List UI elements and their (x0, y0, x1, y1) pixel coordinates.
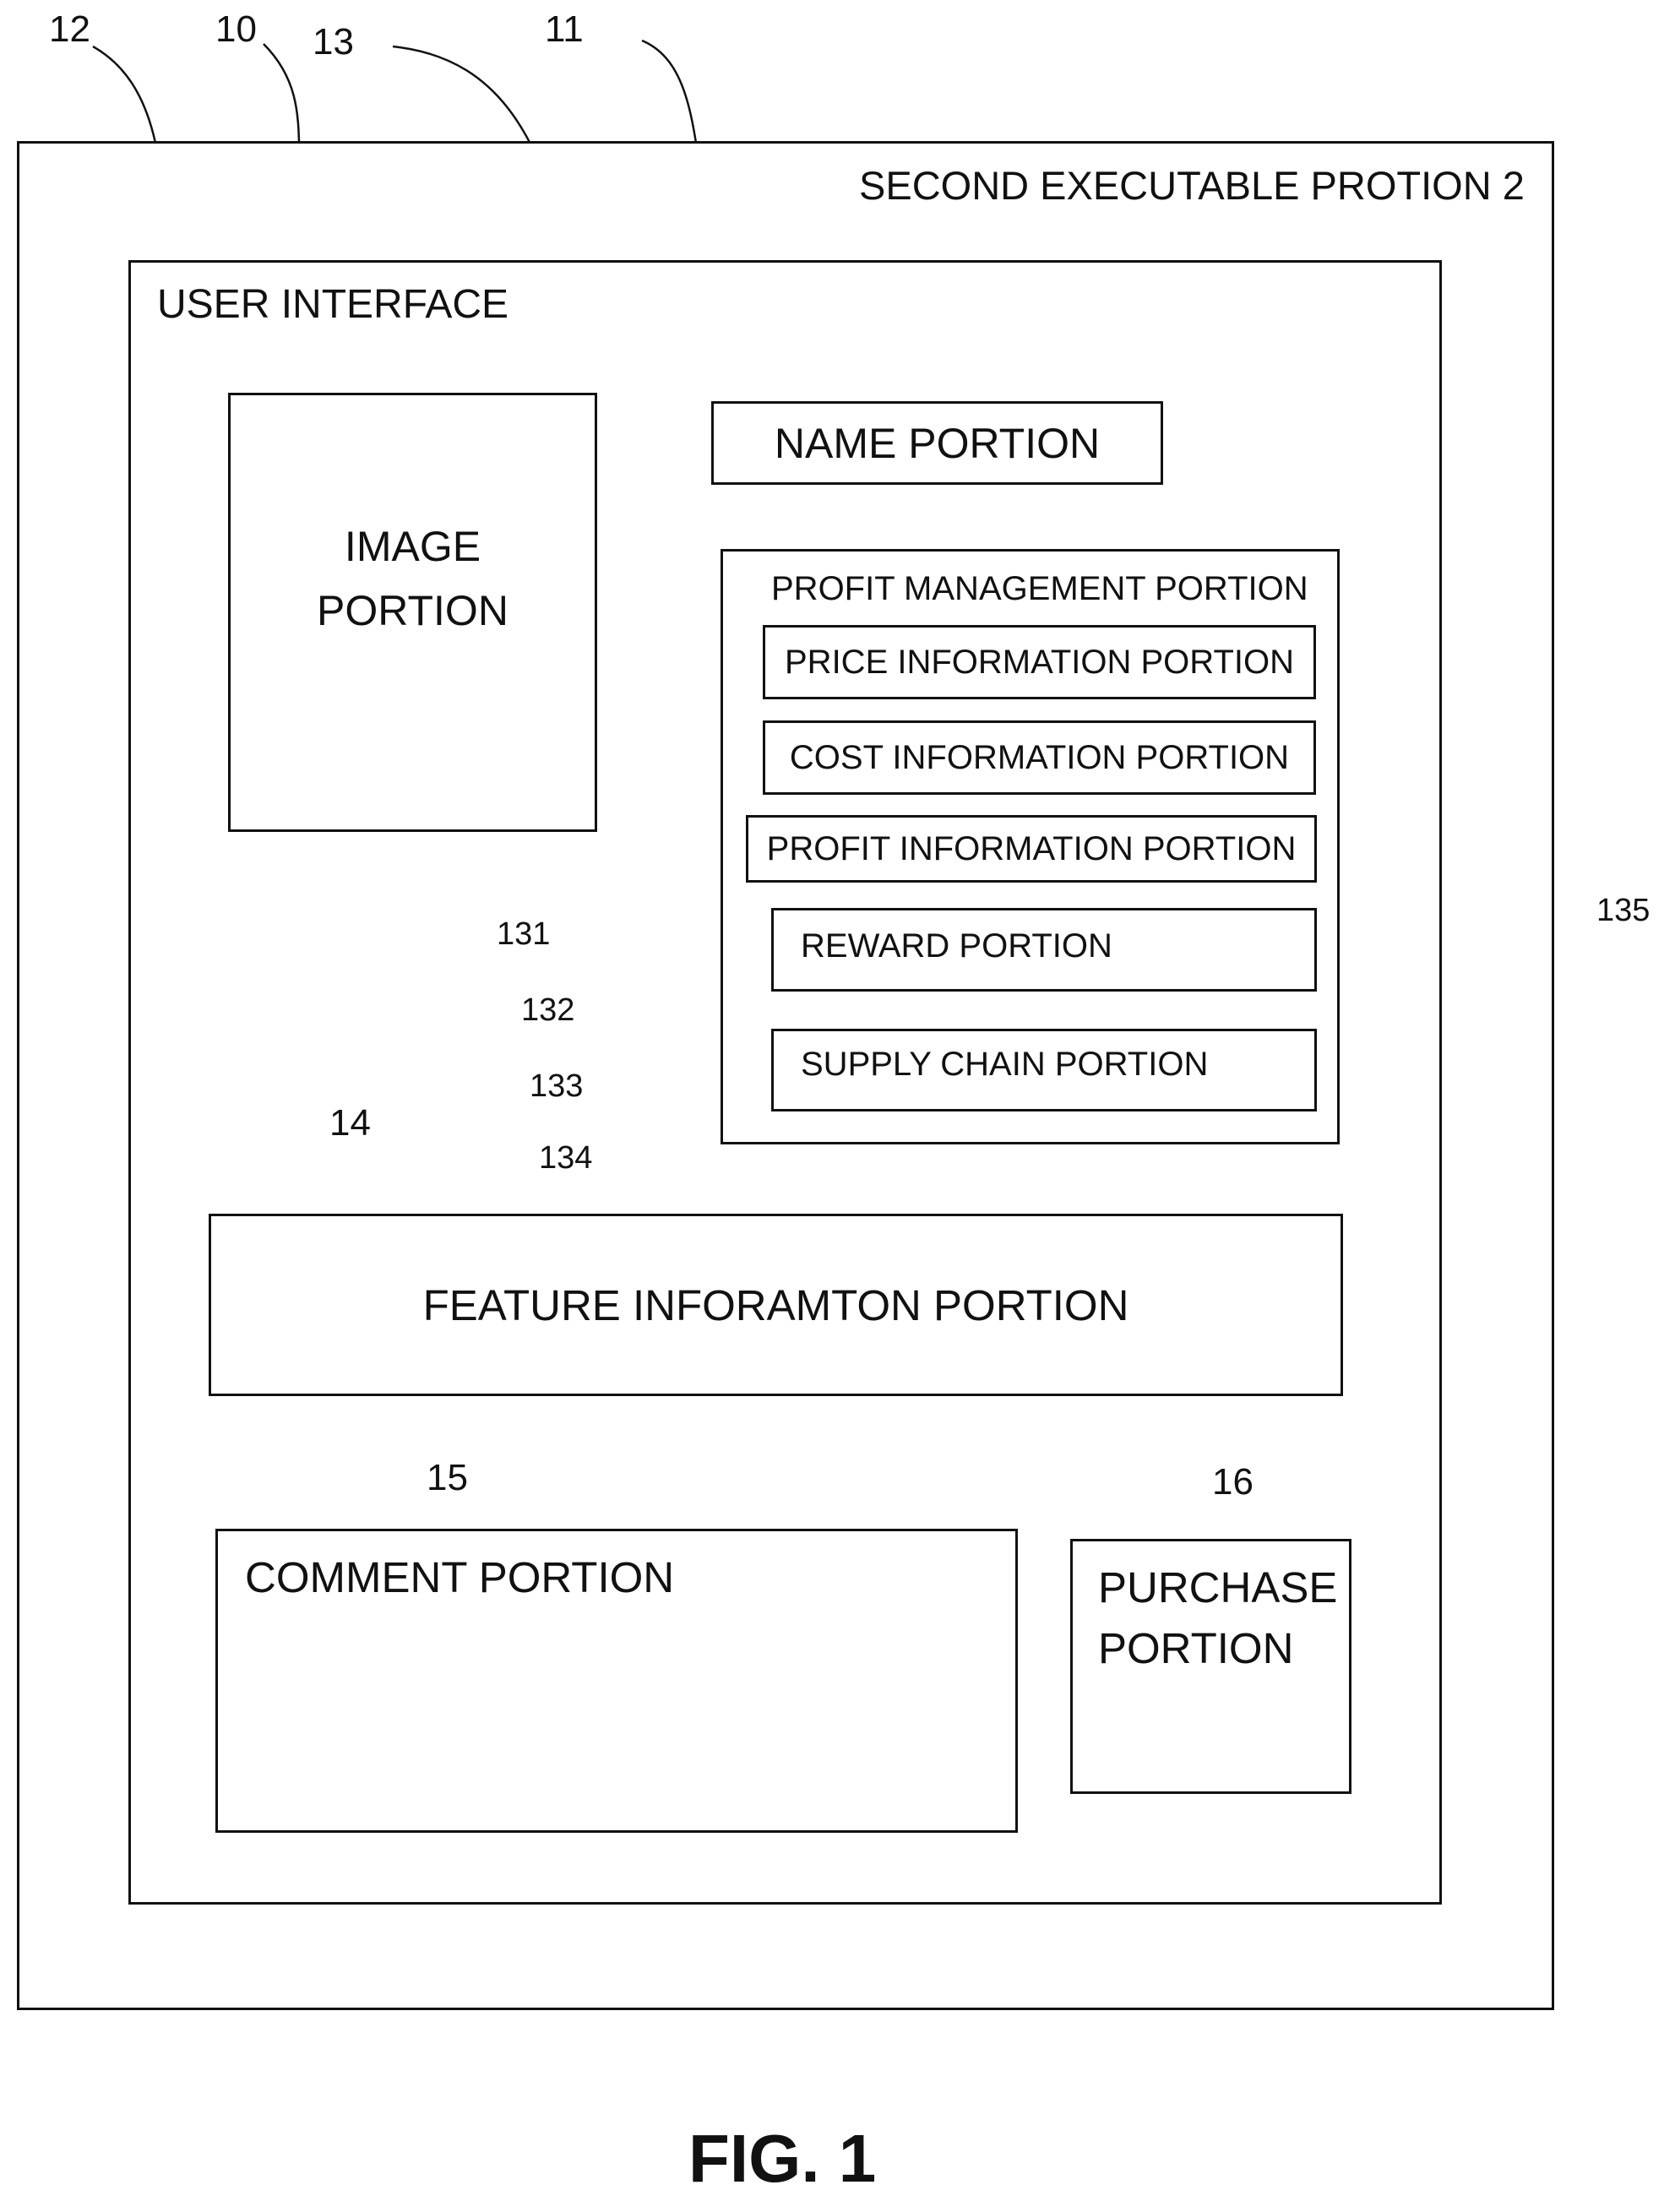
name-portion-label: NAME PORTION (775, 419, 1100, 468)
comment-portion-label: COMMENT PORTION (245, 1552, 674, 1602)
cost-information-portion: COST INFORMATION PORTION (763, 720, 1316, 795)
price-information-portion: PRICE INFORMATION PORTION (763, 625, 1316, 699)
ref-numeral-12: 12 (49, 8, 90, 51)
purchase-portion-line1: PURCHASE (1098, 1563, 1337, 1612)
ref-numeral-134: 134 (539, 1140, 592, 1177)
name-portion: NAME PORTION (711, 401, 1163, 485)
ref-numeral-16: 16 (1212, 1461, 1254, 1503)
reward-portion: REWARD PORTION (771, 908, 1317, 992)
ref-numeral-10: 10 (215, 8, 257, 51)
ref-numeral-15: 15 (427, 1457, 468, 1499)
ref-numeral-132: 132 (521, 992, 574, 1029)
image-portion: IMAGE PORTION (228, 393, 597, 832)
image-portion-line2: PORTION (317, 579, 508, 643)
cost-information-label: COST INFORMATION PORTION (790, 739, 1289, 777)
price-information-label: PRICE INFORMATION PORTION (785, 644, 1294, 682)
ref-numeral-11: 11 (545, 8, 584, 51)
second-executable-portion-title: SECOND EXECUTABLE PROTION 2 (859, 162, 1525, 209)
user-interface-title: USER INTERFACE (157, 281, 508, 328)
feature-information-label: FEATURE INFORAMTON PORTION (423, 1280, 1129, 1330)
ref-numeral-131: 131 (497, 916, 550, 953)
figure-caption: FIG. 1 (688, 2120, 876, 2198)
profit-management-title: PROFIT MANAGEMENT PORTION (771, 570, 1308, 608)
reward-label: REWARD PORTION (801, 927, 1112, 965)
image-portion-line1: IMAGE (345, 514, 481, 579)
profit-information-portion: PROFIT INFORMATION PORTION (746, 815, 1317, 883)
profit-information-label: PROFIT INFORMATION PORTION (767, 830, 1297, 868)
supply-chain-portion: SUPPLY CHAIN PORTION (771, 1029, 1317, 1111)
supply-chain-label: SUPPLY CHAIN PORTION (801, 1046, 1208, 1084)
purchase-portion-line2: PORTION (1098, 1623, 1293, 1673)
feature-information-portion: FEATURE INFORAMTON PORTION (209, 1214, 1343, 1396)
ref-numeral-13: 13 (313, 21, 354, 63)
ref-numeral-14: 14 (329, 1102, 371, 1144)
ref-numeral-133: 133 (530, 1068, 583, 1105)
ref-numeral-135: 135 (1596, 893, 1650, 929)
